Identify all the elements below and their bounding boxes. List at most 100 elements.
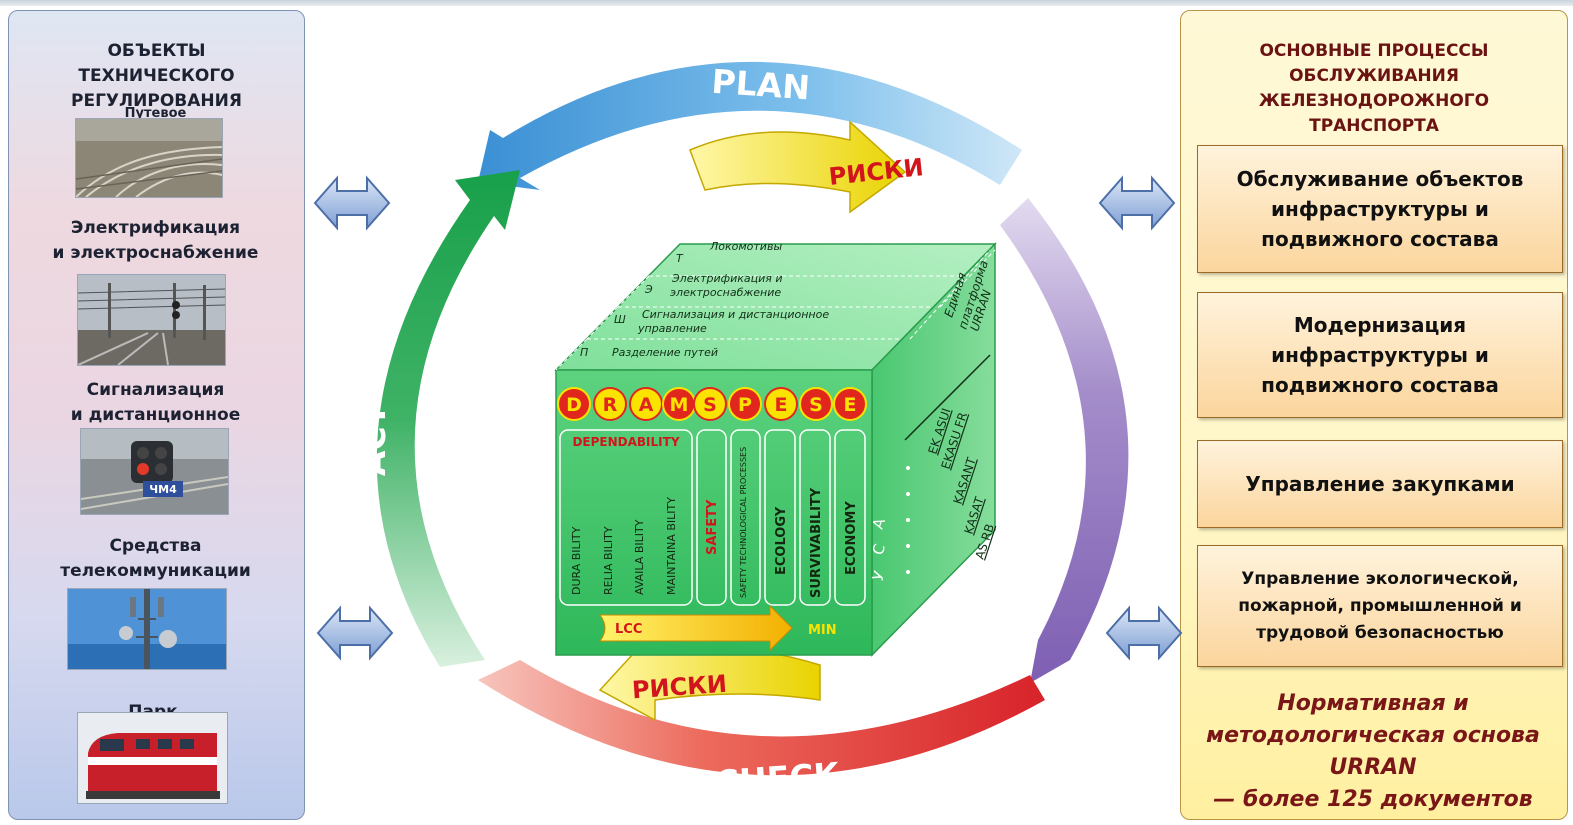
electrification-label: Электрификация и электроснабжение bbox=[8, 216, 303, 266]
process-box-safety[interactable]: Управление экологической, пожарной, пром… bbox=[1197, 545, 1563, 667]
right-title-line: ТРАНСПОРТА bbox=[1309, 116, 1439, 136]
letter-S2: S bbox=[809, 394, 823, 416]
double-arrow-icon bbox=[313, 175, 391, 231]
row-code-sh: Ш bbox=[614, 313, 626, 326]
letter-M: M bbox=[670, 394, 689, 416]
check-arc bbox=[478, 660, 1045, 776]
letter-D: D bbox=[566, 394, 582, 416]
survivability-box bbox=[799, 429, 831, 606]
plan-label: PLAN bbox=[710, 62, 811, 108]
electrification-photo bbox=[77, 274, 226, 366]
process-box-line: подвижного состава bbox=[1261, 373, 1499, 397]
row-text-e2: электроснабжение bbox=[670, 286, 781, 299]
left-title-line: ОБЪЕКТЫ bbox=[107, 41, 206, 61]
col-tech-safety: SAFETY TECHNOLOGICAL PROCESSES bbox=[739, 447, 748, 598]
row-code-e: Э bbox=[644, 283, 653, 296]
process-box-text: Управление экологической, пожарной, пром… bbox=[1238, 566, 1522, 647]
left-panel-title: ОБЪЕКТЫ ТЕХНИЧЕСКОГО РЕГУЛИРОВАНИЯ bbox=[9, 39, 304, 114]
col-ecology: ECOLOGY bbox=[774, 506, 789, 575]
col-economy: ECONOMY bbox=[844, 501, 859, 575]
safety-box bbox=[696, 429, 727, 606]
telecom-photo bbox=[67, 588, 227, 670]
plan-arc bbox=[478, 61, 1022, 190]
col-durability: DURA BILITY bbox=[570, 526, 583, 595]
signal-plate-text: ЧМ4 bbox=[149, 483, 177, 496]
row-text-sh2: управление bbox=[637, 322, 707, 335]
letter-S: S bbox=[703, 394, 717, 416]
col-safety: SAFETY bbox=[705, 499, 720, 555]
right-panel-title: ОСНОВНЫЕ ПРОЦЕССЫ ОБСЛУЖИВАНИЯ ЖЕЛЕЗНОДО… bbox=[1181, 39, 1567, 139]
risk-bottom-label: РИСКИ bbox=[631, 670, 728, 705]
process-box-procurement[interactable]: Управление закупками bbox=[1197, 440, 1563, 528]
process-box-modernization[interactable]: Модернизация инфраструктуры и подвижного… bbox=[1197, 292, 1563, 418]
process-box-line: подвижного состава bbox=[1261, 227, 1499, 251]
telecom-label-line: телекоммуникации bbox=[60, 561, 251, 581]
do-arc bbox=[1000, 198, 1129, 683]
electrification-label-line: и электроснабжение bbox=[52, 243, 259, 263]
signalling-photo: ЧМ4 bbox=[80, 428, 229, 515]
double-arrow-icon bbox=[1105, 605, 1183, 661]
electrification-image bbox=[78, 275, 225, 365]
left-title-line: РЕГУЛИРОВАНИЯ bbox=[71, 91, 242, 111]
track-label: Путевое bbox=[124, 106, 187, 121]
signalling-label: Сигнализация и дистанционное bbox=[8, 378, 303, 428]
letter-E: E bbox=[775, 394, 788, 416]
dependability-box bbox=[559, 429, 693, 606]
process-box-text: Управление закупками bbox=[1245, 469, 1514, 499]
process-box-line: пожарной, промышленной и bbox=[1238, 595, 1522, 616]
row-text-sh1: Сигнализация и дистанционное bbox=[642, 308, 829, 321]
col-reliability: RELIA BILITY bbox=[602, 526, 615, 595]
process-box-maintenance[interactable]: Обслуживание объектов инфраструктуры и п… bbox=[1197, 145, 1563, 273]
double-arrow-icon bbox=[1098, 175, 1176, 231]
ecology-box bbox=[764, 429, 796, 606]
top-border bbox=[0, 0, 1573, 6]
lcc-arrow bbox=[598, 604, 793, 652]
normative-line: методологическая основа bbox=[1206, 723, 1540, 748]
lcc-label: LCC bbox=[615, 622, 642, 637]
col-availability: AVAILA BILITY bbox=[633, 519, 646, 595]
row-text-p: Разделение путей bbox=[612, 346, 718, 359]
process-box-line: инфраструктуры и bbox=[1271, 343, 1489, 367]
normative-line: Нормативная и bbox=[1277, 691, 1469, 716]
process-box-line: Обслуживание объектов bbox=[1236, 167, 1524, 191]
electrification-label-line: Электрификация bbox=[70, 218, 241, 238]
double-arrow-icon bbox=[316, 605, 394, 661]
normative-line: URRAN bbox=[1329, 755, 1417, 780]
tech-safety-box bbox=[730, 429, 761, 606]
process-box-line: Управление экологической, bbox=[1241, 568, 1519, 589]
dependability-label: DEPENDABILITY bbox=[572, 435, 679, 449]
telecom-label: Средства телекоммуникации bbox=[8, 534, 303, 584]
economy-box bbox=[834, 429, 866, 606]
right-title-line: ОБСЛУЖИВАНИЯ bbox=[1289, 66, 1459, 86]
row-text-e1: Электрификация и bbox=[671, 272, 783, 285]
telecom-image bbox=[68, 589, 226, 669]
signalling-label-line: и дистанционное bbox=[70, 405, 241, 425]
risk-arrow-top: РИСКИ bbox=[689, 120, 925, 214]
letter-R: R bbox=[603, 394, 618, 416]
row-code-p: П bbox=[580, 346, 588, 359]
act-label: ACT bbox=[354, 403, 393, 476]
track-image bbox=[76, 119, 222, 197]
park-photo bbox=[77, 712, 228, 804]
signalling-label-line: Сигнализация bbox=[86, 380, 225, 400]
process-box-text: Обслуживание объектов инфраструктуры и п… bbox=[1237, 164, 1524, 254]
left-title-line: ТЕХНИЧЕСКОГО bbox=[78, 66, 235, 86]
process-box-line: Модернизация bbox=[1293, 313, 1467, 337]
process-box-text: Модернизация инфраструктуры и подвижного… bbox=[1261, 310, 1499, 400]
col-maintainability: MAINTAINA BILITY bbox=[665, 497, 678, 595]
process-box-line: инфраструктуры и bbox=[1271, 197, 1489, 221]
right-title-line: ОСНОВНЫЕ ПРОЦЕССЫ bbox=[1259, 41, 1489, 61]
check-label: CHECK bbox=[714, 755, 842, 803]
telecom-label-line: Средства bbox=[109, 536, 202, 556]
row-text-t: Локомотивы bbox=[709, 240, 782, 253]
letter-P: P bbox=[738, 394, 752, 416]
right-title-line: ЖЕЛЕЗНОДОРОЖНОГО bbox=[1258, 91, 1490, 111]
letter-A: A bbox=[639, 394, 654, 416]
process-box-line: Управление закупками bbox=[1245, 472, 1515, 496]
track-photo bbox=[75, 118, 223, 198]
act-arc bbox=[376, 170, 520, 667]
col-survivability: SURVIVABILITY bbox=[809, 487, 824, 598]
normative-line: — более 125 документов bbox=[1213, 787, 1533, 812]
min-label: MIN bbox=[808, 623, 837, 638]
